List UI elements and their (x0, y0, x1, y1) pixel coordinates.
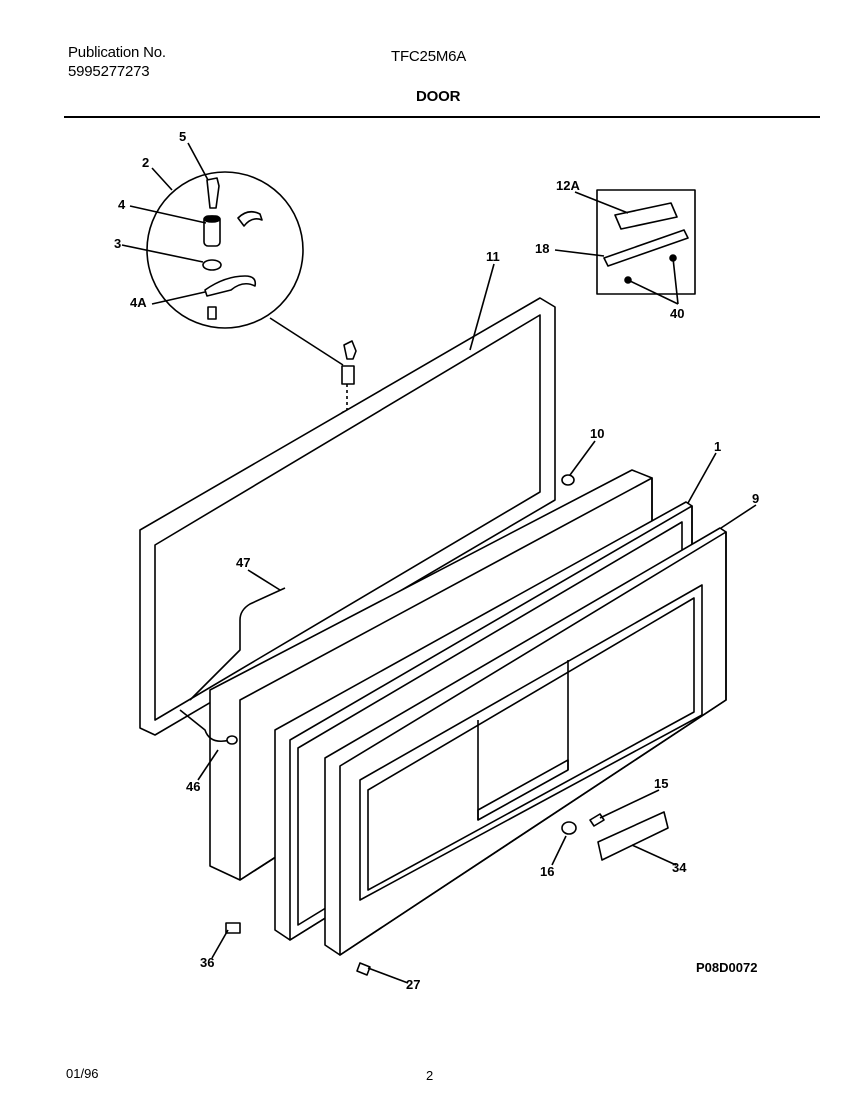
hinge-pin-part (206, 177, 220, 209)
wire-46 (179, 709, 231, 743)
callout-2: 2 (142, 155, 149, 170)
door-gasket-frame (139, 297, 556, 736)
switch-15 (589, 813, 605, 827)
section-title: DOOR (416, 88, 461, 105)
callout-34: 34 (672, 860, 687, 875)
callout-4: 4 (118, 197, 126, 212)
screw-27 (356, 962, 371, 976)
drawing-code: P08D0072 (696, 960, 757, 975)
callout-47: 47 (236, 555, 250, 570)
hinge-detail-circle (146, 171, 304, 329)
grommet-10 (561, 474, 575, 486)
clip-36 (225, 922, 241, 934)
footer-date: 01/96 (66, 1066, 99, 1081)
header-rule (64, 116, 820, 118)
publication-number: 5995277273 (68, 63, 150, 80)
callout-1: 1 (714, 439, 721, 454)
publication-label: Publication No. (68, 44, 166, 61)
callout-15: 15 (654, 776, 668, 791)
callout-18: 18 (535, 241, 549, 256)
o-ring-part (202, 259, 222, 271)
inset-box (596, 189, 696, 295)
callout-11: 11 (486, 249, 500, 264)
callout-27: 27 (406, 977, 420, 992)
callout-4a: 4A (130, 295, 147, 310)
model-number: TFC25M6A (391, 48, 467, 65)
callout-5: 5 (179, 129, 186, 144)
door-handle (597, 811, 669, 861)
callout-12a: 12A (556, 178, 580, 193)
callout-16: 16 (540, 864, 554, 879)
callout-46: 46 (186, 779, 200, 794)
callout-3: 3 (114, 236, 121, 251)
page-number: 2 (426, 1068, 434, 1083)
callout-36: 36 (200, 955, 214, 970)
wire-47 (189, 587, 286, 701)
callout-40: 40 (670, 306, 684, 321)
hinge-bracket-part (204, 275, 257, 297)
plug-16 (561, 821, 577, 835)
callout-10: 10 (590, 426, 604, 441)
callout-9: 9 (752, 491, 759, 506)
